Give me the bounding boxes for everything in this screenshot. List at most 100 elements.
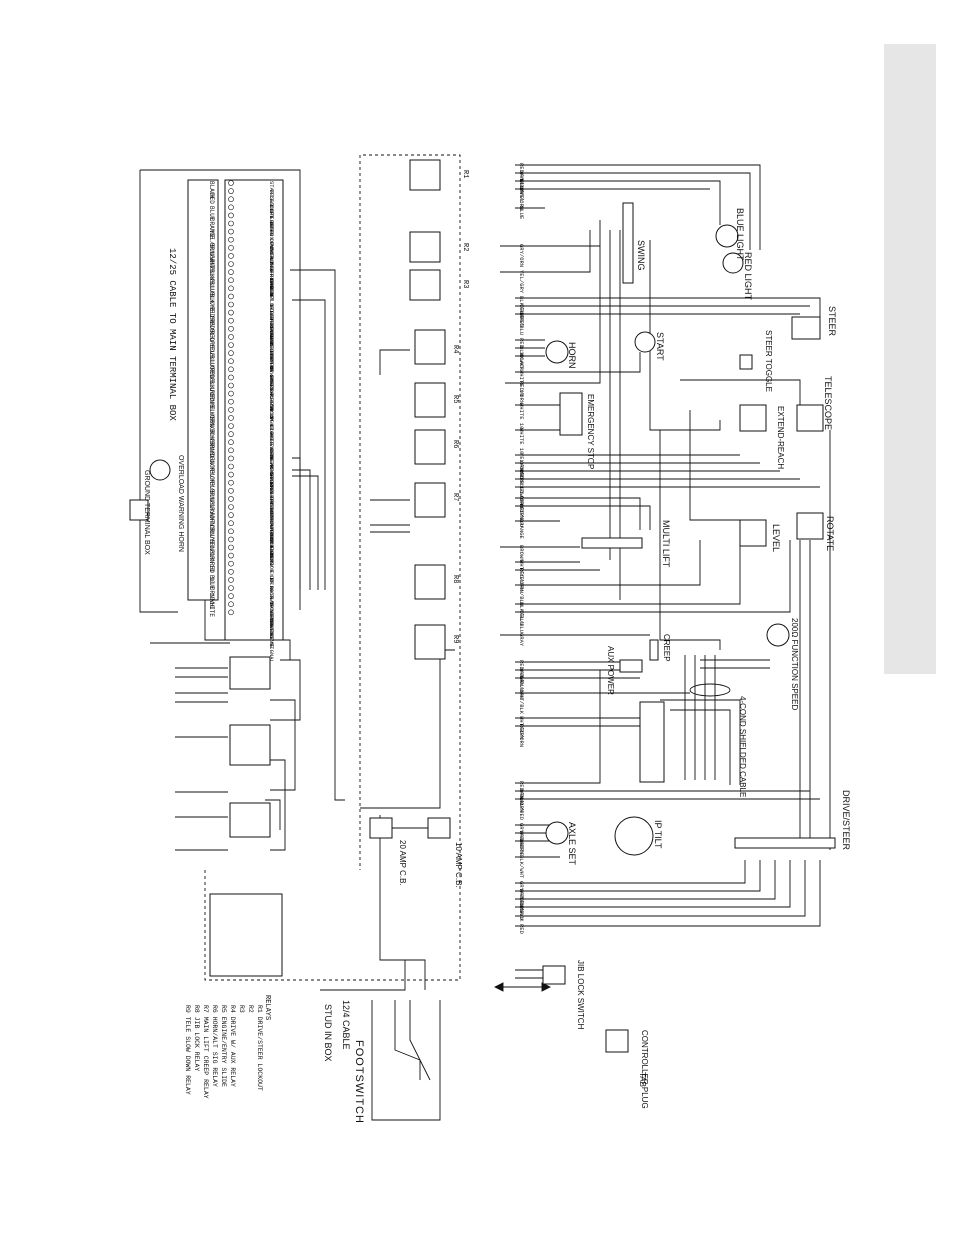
terminal-node — [228, 601, 234, 608]
relay-r2 — [409, 231, 441, 263]
terminal-node — [228, 552, 234, 559]
red-light-lamp — [722, 252, 744, 274]
terminal-node — [228, 536, 234, 543]
terminal-node — [228, 382, 234, 389]
controller-plug — [605, 1029, 629, 1053]
relay-legend-item: R4 DRIVE W/ AUX RELAY — [229, 1005, 236, 1087]
terminal-node — [228, 358, 234, 365]
jib-lock-label: JIB LOCK SWITCH — [576, 960, 585, 1030]
drive-steer-label: DRIVE/STEER — [841, 790, 851, 851]
relay-r9 — [414, 624, 446, 660]
footswitch-box — [371, 1000, 441, 1121]
red-light-label: RED LIGHT — [743, 252, 753, 301]
relay-r5 — [414, 382, 446, 418]
relay-legend-item: R1 DRIVE/STEER LOCKOUT — [256, 1005, 263, 1091]
terminal-node — [228, 439, 234, 446]
terminal-node — [228, 188, 234, 194]
swing-terminal — [622, 202, 634, 284]
horn-label: HORN — [567, 342, 577, 369]
right-wire-7 — [505, 220, 601, 384]
right-wire-5 — [515, 297, 821, 320]
relay-legend-item: R3 — [238, 1005, 245, 1013]
relay-label: R9 — [451, 635, 459, 644]
relay-legend-item: R6 HORN/ALT SIG RELAY — [211, 1005, 218, 1087]
terminal-node — [228, 374, 234, 381]
terminal-node — [228, 520, 234, 527]
right-wire-4 — [500, 230, 591, 273]
right-wire-8 — [515, 404, 560, 431]
terminal-node — [228, 325, 234, 332]
emergency-stop-label: EMERGENCY STOP — [586, 394, 595, 470]
right-wire-label: YEL/GRY — [518, 270, 525, 294]
right-wire-label: RED — [518, 924, 525, 934]
relay-r6 — [414, 429, 446, 465]
right-wire-label: BLK/WHT — [518, 855, 525, 879]
ip-tilt-label: IP TILT — [653, 820, 663, 849]
terminal-node — [228, 528, 234, 535]
footswitch-label: FOOTSWITCH — [353, 1040, 365, 1124]
right-wire-label: BLACK — [518, 354, 525, 371]
bundle-3 — [292, 457, 301, 590]
right-wire-label: WHT/BLK — [518, 691, 525, 715]
relay-wire-1 — [379, 349, 410, 375]
ip-tilt-symbol — [614, 816, 654, 856]
extend-reach-label: EXTEND-REACH — [776, 406, 785, 470]
axle-set-symbol — [545, 821, 569, 845]
steer-toggle-label: STEER TOGGLE — [764, 330, 773, 392]
terminal-function-label: B — [268, 367, 275, 371]
overload-horn-label: OVERLOAD WARNING HORN — [177, 455, 184, 552]
terminal-node — [228, 504, 234, 510]
left-wire-c — [175, 736, 228, 851]
long-run-9 — [684, 655, 716, 780]
right-wire-19 — [515, 824, 560, 858]
terminal-node — [228, 568, 234, 575]
long-run-7 — [700, 659, 770, 669]
relay-r8 — [414, 564, 446, 600]
ground-terminal-box — [129, 499, 149, 521]
right-wire-label: BLACK — [518, 905, 525, 922]
terminal-node — [228, 406, 234, 413]
terminal-node — [228, 269, 234, 275]
cb20-label: 20 AMP C.B. — [398, 840, 407, 886]
start-label: START — [655, 332, 665, 361]
right-wire-17 — [515, 717, 650, 727]
terminal-node — [228, 334, 234, 340]
terminal-node — [228, 236, 234, 243]
bundle-10 — [265, 799, 281, 830]
ground-wire — [320, 960, 406, 991]
cb-20amp — [369, 817, 393, 839]
terminal-node — [228, 317, 234, 324]
terminal-function-label: S — [268, 415, 275, 420]
relay-legend-item: R2 — [247, 1005, 254, 1013]
terminal-wire-label: RED — [208, 193, 215, 205]
relay-wire-5 — [379, 815, 426, 990]
steer-label: STEER — [827, 306, 837, 337]
bundle-7 — [270, 659, 301, 721]
tb-hr1 — [229, 656, 271, 690]
horn-symbol — [545, 340, 569, 364]
right-wire-1 — [515, 164, 761, 250]
terminal-node — [228, 293, 234, 300]
terminal-node — [228, 423, 234, 429]
terminal-node — [228, 366, 234, 373]
footswitch-wires — [394, 1000, 431, 1081]
right-wire-label: YEL/BLU — [518, 610, 525, 634]
right-wire-20 — [515, 860, 821, 927]
rotate-block — [796, 512, 824, 540]
drive-steer-terminal — [734, 837, 836, 849]
right-wire-label: GRAY — [518, 633, 525, 647]
bundle-8 — [270, 699, 296, 791]
jib-arrowhead-l — [493, 982, 504, 992]
terminal-node — [228, 577, 234, 583]
terminal-node — [228, 544, 234, 551]
swing-label: SWING — [636, 240, 646, 271]
cable-note-label: 12/4 CABLE — [341, 1000, 351, 1050]
terminal-wire-label: WHITE — [208, 599, 215, 618]
right-wire-18 — [515, 670, 820, 800]
long-run-5 — [689, 410, 760, 521]
relay-legend-item: R9 TELE SLOW DOWN RELAY — [184, 1005, 191, 1095]
relay-label: R4 — [451, 345, 459, 354]
start-symbol — [634, 331, 656, 353]
terminal-node — [228, 415, 234, 421]
tab-label: TAB — [638, 1072, 647, 1087]
